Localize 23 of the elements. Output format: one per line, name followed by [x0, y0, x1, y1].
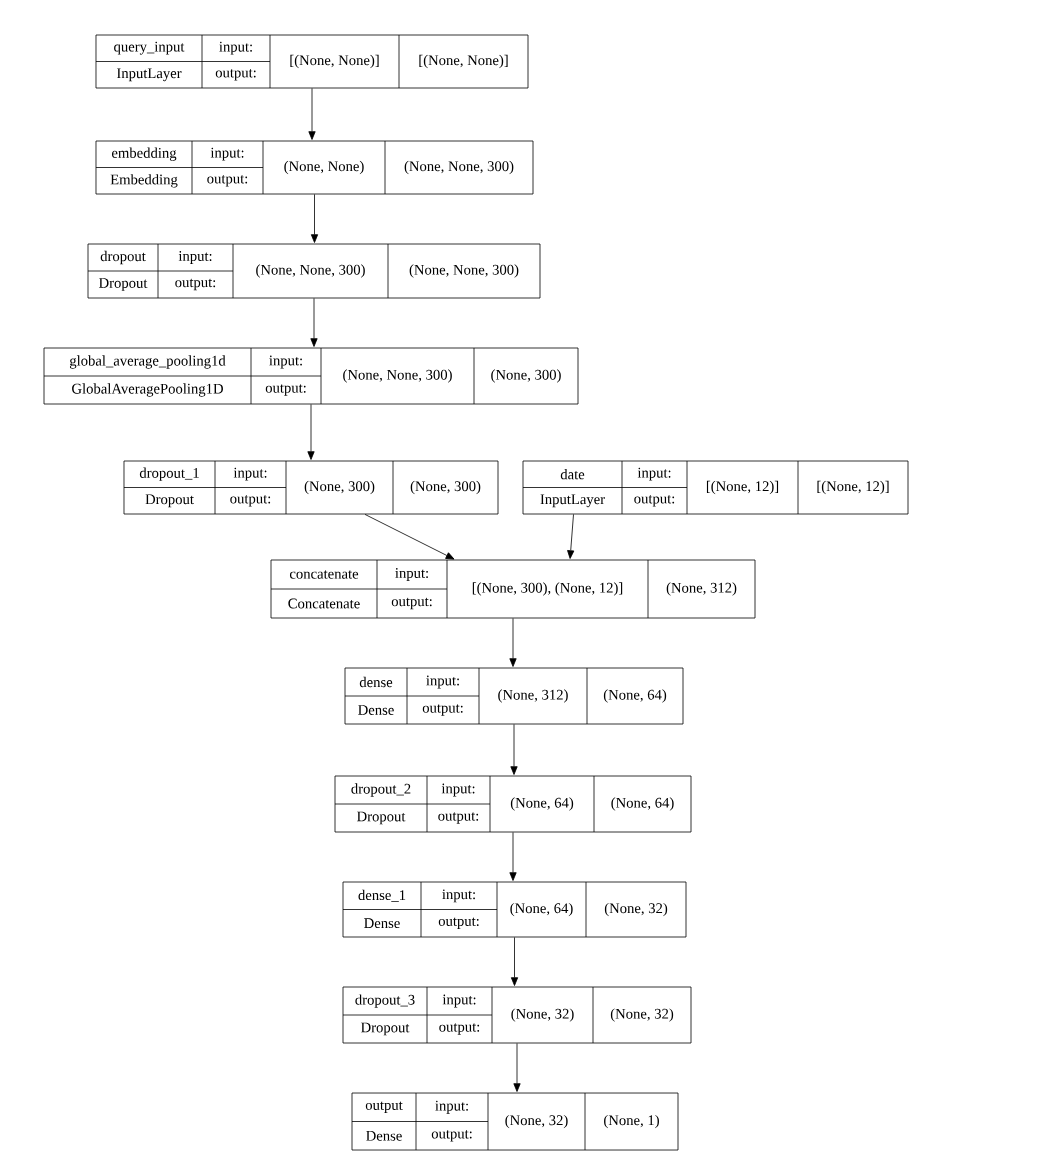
layer-box: query_input InputLayer input: output: [(None, None)] [(None, None)]	[95, 34, 529, 89]
arrow	[509, 618, 517, 667]
layer-box: output Dense input: output: (None, 32) (None, 1)	[351, 1092, 679, 1151]
arrow	[308, 88, 316, 140]
arrow	[310, 194, 319, 243]
layer-box: concatenate Concatenate input: output: [(None, 300), (None, 12)] (None, 312)	[270, 559, 756, 619]
arrow	[307, 404, 315, 460]
arrow	[364, 514, 455, 560]
layer-box: global_average_pooling1d GlobalAveragePooling1D input: output: (None, None, 300) (None, 300)	[43, 347, 579, 405]
layer-box: dropout_3 Dropout input: output: (None, 32) (None, 32)	[342, 986, 692, 1044]
layer-box: dense Dense input: output: (None, 312) (None, 64)	[344, 667, 684, 725]
layer-box: date InputLayer input: output: [(None, 12)] [(None, 12)]	[522, 460, 909, 515]
arrow	[510, 724, 518, 775]
layer-box: dropout Dropout input: output: (None, None, 300) (None, None, 300)	[87, 243, 541, 299]
layer-box: dense_1 Dense input: output: (None, 64) (None, 32)	[342, 881, 687, 938]
arrow	[510, 937, 519, 986]
layer-box: dropout_1 Dropout input: output: (None, 300) (None, 300)	[123, 460, 499, 515]
arrow	[310, 298, 318, 347]
arrow	[567, 514, 575, 559]
arrow	[509, 832, 517, 881]
layer-box: embedding Embedding input: output: (None, None) (None, None, 300)	[95, 140, 534, 195]
layer-box: dropout_2 Dropout input: output: (None, 64) (None, 64)	[334, 775, 692, 833]
arrow	[513, 1043, 521, 1092]
